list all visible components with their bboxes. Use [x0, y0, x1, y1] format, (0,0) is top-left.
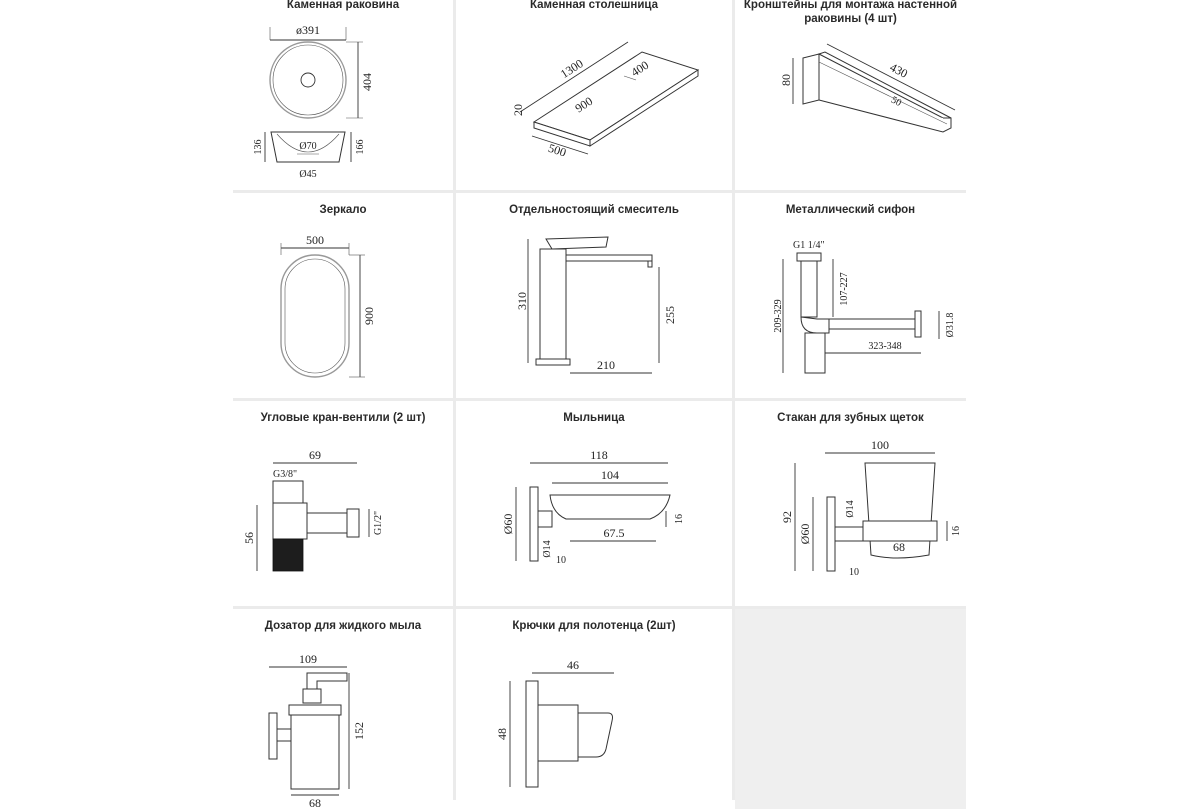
- dim-bottle: 68: [309, 796, 321, 809]
- dim-adj-h: 107-227: [839, 272, 850, 305]
- title-brackets: Кронштейны для монтажа настенной раковин…: [743, 0, 958, 25]
- dim-reach: 210: [597, 358, 615, 372]
- drawing-soap-dispenser: 109 152 68: [268, 652, 366, 809]
- dim-drain: Ø70: [299, 141, 316, 152]
- cell-mirror: Зеркало 500 900: [233, 193, 453, 398]
- dim-height: 900: [362, 307, 376, 325]
- title-toothbrush-cup: Стакан для зубных щеток: [777, 412, 924, 424]
- dim-thickness: 20: [511, 104, 525, 116]
- drawing-soap-dish: 118 104 Ø60 Ø14 67.5 16 10: [501, 448, 685, 566]
- title-angle-valve: Угловые кран-вентили (2 шт): [260, 412, 426, 424]
- dim-total: 118: [590, 448, 608, 462]
- dim-gap: 10: [556, 555, 566, 566]
- title-stone-sink: Каменная раковина: [286, 0, 400, 11]
- title-countertop: Каменная столешница: [529, 0, 659, 11]
- dim-side-h2: 166: [355, 140, 366, 155]
- dim-thread-in: G3/8": [273, 469, 297, 480]
- dim-spout-h: 255: [663, 306, 677, 324]
- cell-empty: [735, 609, 966, 809]
- drawing-faucet: 310 255 210: [515, 236, 677, 374]
- drawing-mirror: 500 900: [280, 233, 376, 378]
- dim-depth: 500: [547, 141, 568, 160]
- title-faucet: Отдельностоящий смеситель: [509, 204, 679, 216]
- dim-total: 100: [871, 438, 889, 452]
- drawing-siphon: G1 1/4" 209-329 107-227 323-348 Ø31.8: [773, 240, 956, 374]
- cell-soap-dispenser: Дозатор для жидкого мыла 109 152 68: [233, 609, 453, 809]
- dim-height: 92: [780, 511, 794, 523]
- dim-width: 50: [889, 95, 903, 109]
- dim-height: 310: [515, 292, 529, 310]
- dim-height: 48: [495, 728, 509, 740]
- title-towel-hooks: Крючки для полотенца (2шт): [512, 620, 676, 632]
- dim-outlet: Ø45: [299, 169, 316, 180]
- dim-reach: 323-348: [868, 341, 901, 352]
- cell-toothbrush-cup: Стакан для зубных щеток 100 92 Ø60 Ø14 1…: [735, 401, 966, 606]
- dim-stem: Ø14: [845, 500, 856, 517]
- dim-gap: 10: [849, 567, 859, 578]
- title-mirror: Зеркало: [319, 204, 367, 216]
- cell-soap-dish: Мыльница 118 104 Ø60 Ø14 67.5 16 10: [456, 401, 732, 606]
- dim-total-h: 209-329: [773, 299, 784, 332]
- drawing-stone-sink: ø391 404 Ø70 Ø45 136 166: [253, 23, 374, 180]
- dim-length: 1300: [558, 56, 586, 81]
- title-soap-dispenser: Дозатор для жидкого мыла: [264, 620, 422, 632]
- dim-height: 404: [360, 73, 374, 91]
- dim-width: 500: [306, 233, 324, 247]
- cell-siphon: Металлический сифон G1 1/4" 209-329 107-…: [735, 193, 966, 398]
- dim-length: 430: [888, 60, 910, 81]
- drawing-angle-valve: 69 G3/8" 56 G1/2": [242, 448, 384, 572]
- dim-cup-h: 16: [951, 526, 962, 536]
- drawing-grid: Каменная раковина ø391 404 Ø70 Ø45 136 1…: [233, 0, 966, 809]
- dim-height: 56: [242, 532, 256, 544]
- dim-stem: Ø14: [542, 540, 553, 557]
- dim-cup-w: 68: [893, 540, 905, 554]
- dim-height: 152: [352, 722, 366, 740]
- dim-dish: 104: [601, 468, 619, 482]
- drawing-toothbrush-cup: 100 92 Ø60 Ø14 16 68 10: [780, 438, 962, 578]
- dim-height: 16: [674, 514, 685, 524]
- cell-stone-sink: Каменная раковина ø391 404 Ø70 Ø45 136 1…: [233, 0, 453, 190]
- cell-countertop: Каменная столешница 1300 400 900 20 500: [456, 0, 732, 190]
- dim-diameter: ø391: [296, 23, 320, 37]
- dim-height: 80: [779, 74, 793, 86]
- drawing-brackets: 80 430 50: [779, 43, 956, 133]
- dim-flange: Ø60: [798, 524, 812, 545]
- dim-thread-out: G1/2": [373, 511, 384, 535]
- dim-length: 46: [567, 658, 579, 672]
- cell-towel-hooks: Крючки для полотенца (2шт) 46 48: [456, 609, 732, 809]
- drawing-countertop: 1300 400 900 20 500: [511, 41, 700, 160]
- cell-brackets: Кронштейны для монтажа настенной раковин…: [735, 0, 966, 190]
- title-soap-dish: Мыльница: [563, 412, 625, 424]
- dim-depth: 67.5: [604, 526, 625, 540]
- dim-flange: Ø60: [501, 514, 515, 535]
- cell-angle-valve: Угловые кран-вентили (2 шт) 69 G3/8" 56 …: [233, 401, 453, 606]
- dim-width: 69: [309, 448, 321, 462]
- title-siphon: Металлический сифон: [785, 204, 916, 216]
- dim-pipe: Ø31.8: [945, 313, 956, 338]
- cell-faucet: Отдельностоящий смеситель 310 255 210: [456, 193, 732, 398]
- dim-thread: G1 1/4": [793, 240, 825, 251]
- dim-side-h1: 136: [253, 140, 264, 155]
- drawing-towel-hooks: 46 48: [495, 658, 614, 788]
- dim-total: 109: [299, 652, 317, 666]
